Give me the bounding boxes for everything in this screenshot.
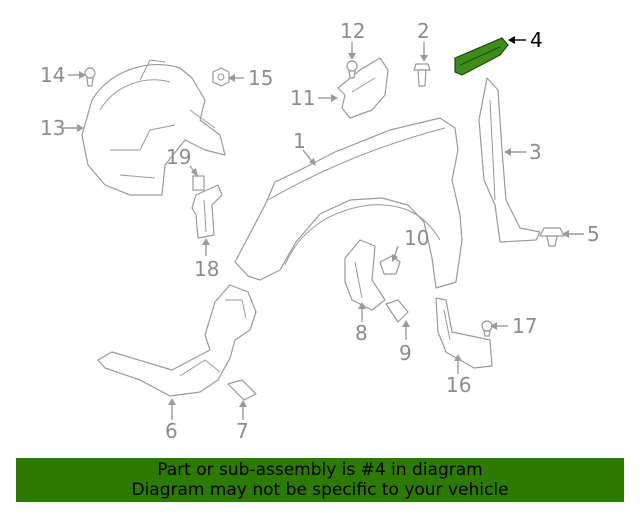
part-16-lower-bracket: [435, 297, 493, 369]
callout-3: 3: [529, 140, 542, 164]
part-2-bolt: [413, 63, 431, 87]
part-18-bracket: [191, 184, 223, 239]
callout-9: 9: [399, 341, 412, 365]
callout-12: 12: [340, 19, 365, 43]
callout-18: 18: [194, 257, 219, 281]
part-5-push-clip: [539, 227, 565, 247]
callout-5: 5: [587, 222, 600, 246]
banner-line-2: Diagram may not be specific to your vehi…: [131, 480, 509, 500]
info-banner: Part or sub-assembly is #4 in diagram Di…: [16, 458, 624, 502]
callout-8: 8: [355, 321, 368, 345]
part-9-bolt: [385, 299, 409, 323]
part-15-nut: [212, 67, 230, 87]
part-6-apron-rail: [97, 284, 257, 397]
callout-14: 14: [40, 63, 65, 87]
part-10-nut: [379, 255, 401, 275]
part-3-pillar-trim: [478, 77, 541, 243]
callout-11: 11: [290, 86, 315, 110]
part-8-brace: [344, 239, 386, 311]
callout-10: 10: [404, 226, 429, 250]
banner-line-1: Part or sub-assembly is #4 in diagram: [157, 460, 483, 480]
part-11-bracket: [337, 57, 389, 119]
callout-2: 2: [417, 19, 430, 43]
callout-6: 6: [165, 419, 178, 443]
part-4-seal-highlighted: [454, 37, 509, 76]
part-13-fender-liner: [81, 59, 226, 196]
callout-7: 7: [236, 419, 249, 443]
part-14-clip: [84, 67, 96, 87]
callout-1: 1: [293, 129, 306, 153]
part-7-bolt: [227, 379, 257, 401]
part-1-front-fender: [234, 117, 463, 289]
callout-4: 4: [530, 28, 543, 52]
arrowheads: [77, 36, 569, 407]
part-17-clip: [481, 320, 493, 337]
callout-16: 16: [446, 373, 471, 397]
part-19-clip: [192, 175, 205, 191]
callout-13: 13: [40, 116, 65, 140]
parts-diagram: 1 2 3 4 5 6 7 8 9 10 11 12 13 14 15 16 1…: [40, 19, 600, 443]
callout-15: 15: [248, 66, 273, 90]
callout-19: 19: [166, 145, 191, 169]
part-12-clip: [346, 60, 358, 79]
callout-17: 17: [512, 314, 537, 338]
